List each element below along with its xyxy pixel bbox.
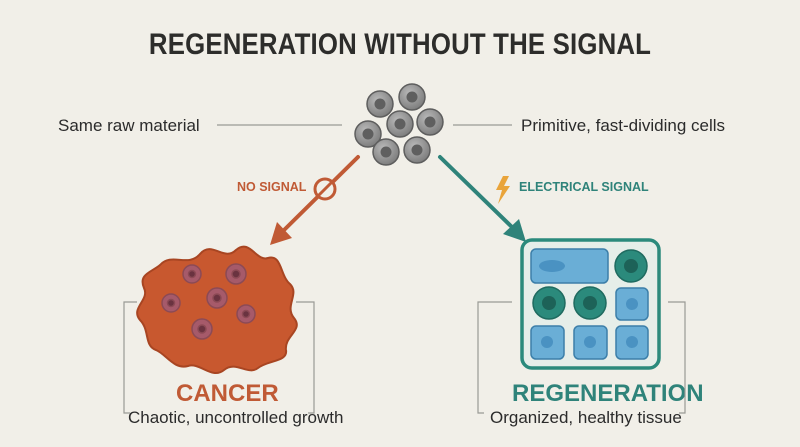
regeneration-title: REGENERATION (512, 380, 704, 407)
page-title: REGENERATION WITHOUT THE SIGNAL (148, 28, 652, 61)
right-arrow (438, 155, 526, 242)
regeneration-bracket (477, 301, 686, 414)
regeneration-description: Organized, healthy tissue (490, 408, 682, 427)
raw-material-label: Same raw material (58, 116, 200, 135)
no-signal-label: NO SIGNAL (237, 180, 307, 194)
cancer-bracket (123, 301, 315, 414)
cancer-description: Chaotic, uncontrolled growth (128, 408, 344, 427)
cancer-title: CANCER (176, 380, 279, 407)
primitive-cells-label: Primitive, fast-dividing cells (521, 116, 726, 135)
cell-cluster-icon (354, 83, 444, 166)
electrical-signal-label: ELECTRICAL SIGNAL (519, 180, 649, 194)
left-arrow (270, 155, 360, 245)
lightning-bolt-icon (496, 176, 510, 204)
no-entry-icon (313, 177, 337, 201)
cancer-tumor-blob (136, 245, 298, 375)
regeneration-tissue-grid (520, 238, 661, 370)
